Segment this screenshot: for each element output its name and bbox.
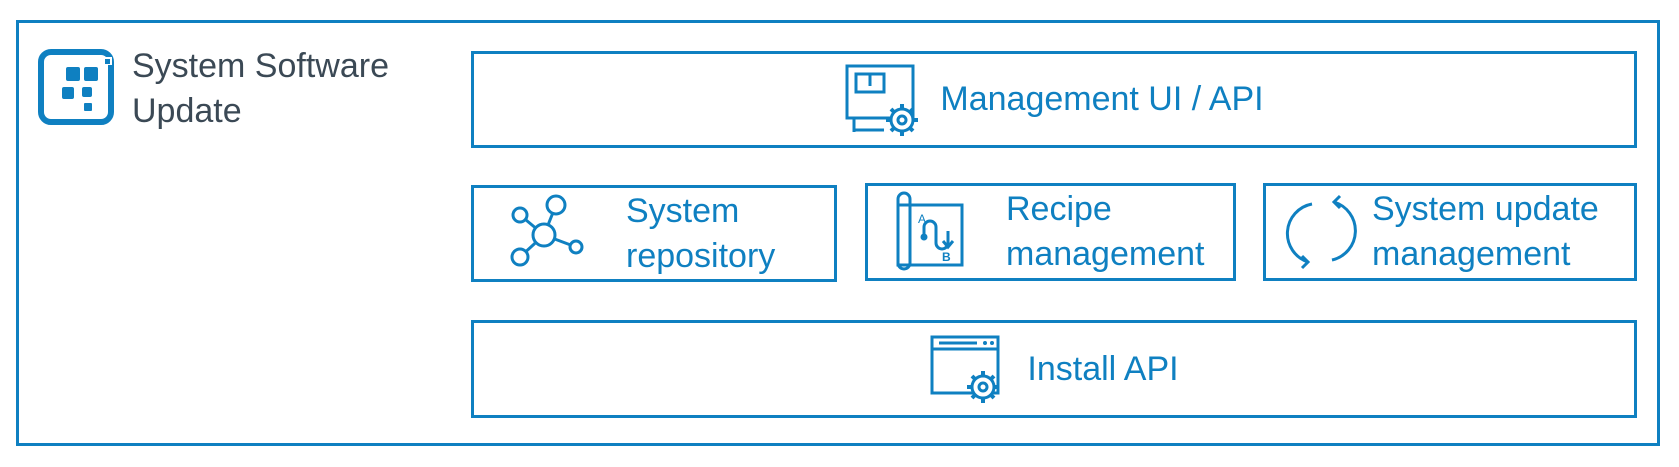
refresh-cycle-icon bbox=[1285, 194, 1357, 270]
recipe-ab-path-icon: A B bbox=[896, 191, 964, 271]
monitor-gear-icon bbox=[845, 64, 919, 136]
window-gear-icon bbox=[930, 335, 1000, 403]
system-update-management-line-1: System update bbox=[1372, 190, 1599, 228]
system-repository-line-1: System bbox=[626, 191, 740, 230]
svg-text:B: B bbox=[942, 250, 951, 264]
svg-text:A: A bbox=[918, 212, 926, 226]
title-line-2: Update bbox=[132, 92, 242, 130]
management-ui-api-box: Management UI / API bbox=[471, 51, 1637, 148]
network-nodes-icon bbox=[510, 194, 584, 266]
install-api-label: Install API bbox=[1027, 349, 1179, 388]
outer-frame bbox=[16, 20, 1660, 446]
recipe-management-box: A B Recipe management bbox=[865, 183, 1236, 281]
management-ui-api-label: Management UI / API bbox=[940, 80, 1264, 118]
system-software-update-logo-icon bbox=[38, 49, 114, 125]
recipe-management-line-1: Recipe bbox=[1006, 190, 1112, 228]
recipe-management-line-2: management bbox=[1006, 235, 1205, 273]
system-repository-line-2: repository bbox=[626, 236, 776, 275]
title-block: System Software Update bbox=[38, 44, 389, 134]
system-repository-label: System repository bbox=[626, 189, 775, 279]
system-update-management-label: System update management bbox=[1372, 187, 1599, 277]
recipe-management-label: Recipe management bbox=[1006, 187, 1204, 277]
system-repository-box: System repository bbox=[471, 185, 837, 282]
diagram-title: System Software Update bbox=[132, 44, 389, 134]
install-api-box: Install API bbox=[471, 320, 1637, 418]
title-line-1: System Software bbox=[132, 47, 389, 85]
system-update-management-line-2: management bbox=[1372, 235, 1571, 273]
system-update-management-box: System update management bbox=[1263, 183, 1637, 281]
